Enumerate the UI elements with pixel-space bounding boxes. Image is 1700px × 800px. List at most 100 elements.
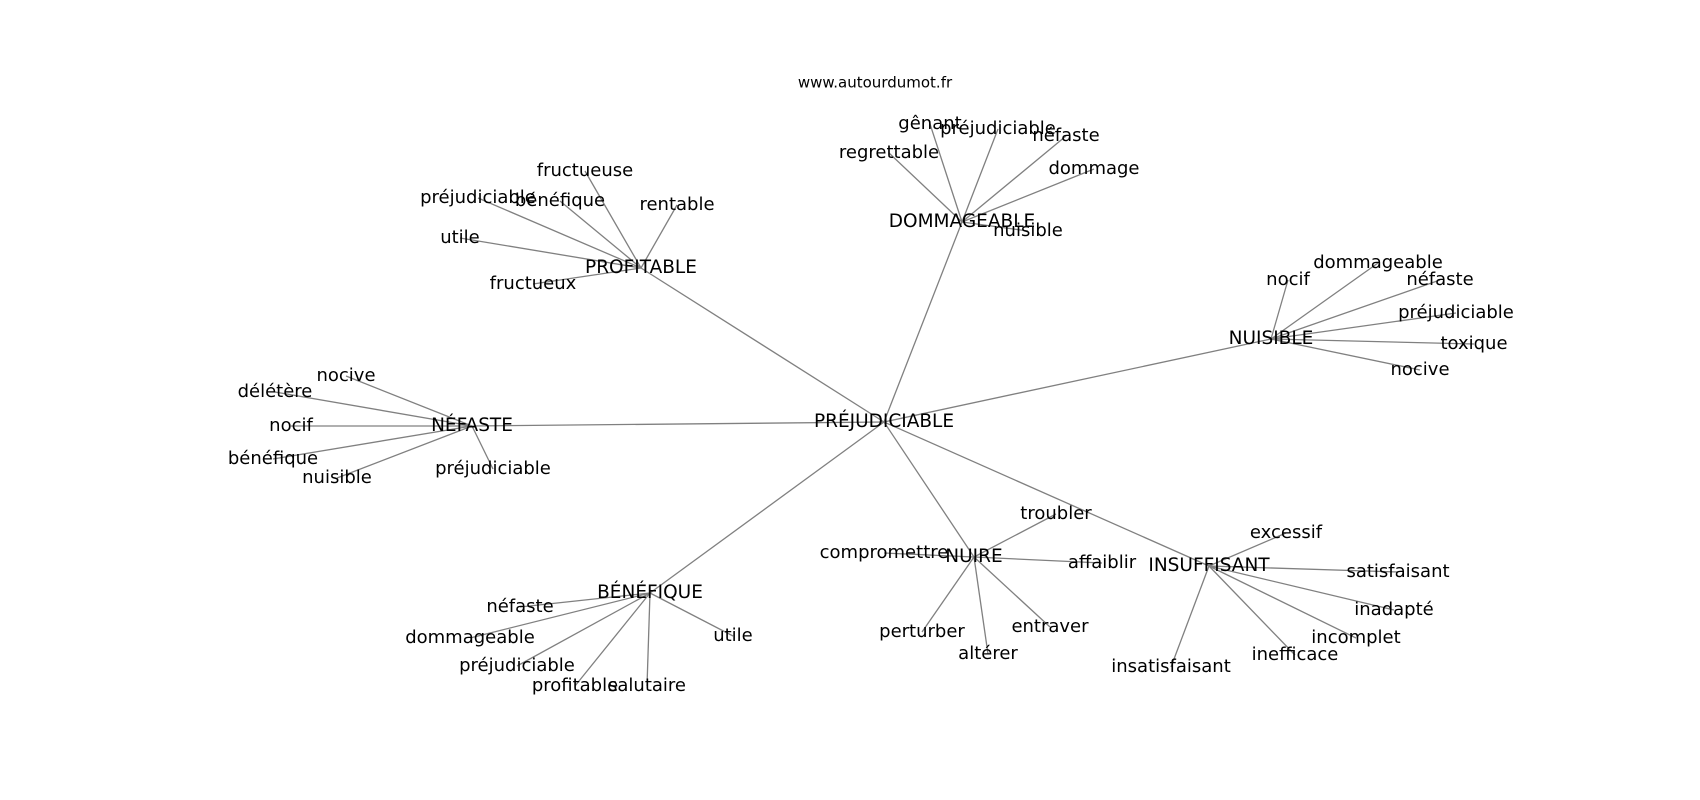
edge-nuisible-nocif [1270,279,1289,340]
leaf-word-profitable-rentable[interactable]: rentable [639,194,714,215]
leaf-word-nefaste-benefique[interactable]: bénéfique [228,448,318,469]
leaf-word-insuffisant-incomplet[interactable]: incomplet [1311,627,1400,648]
hub-word-dommageable[interactable]: DOMMAGEABLE [889,211,1035,232]
edge-center-insuffisant [883,421,1210,567]
edge-insuffisant-satisfaisant [1208,565,1399,573]
edge-benefique-salutaire [646,592,651,687]
leaf-word-benefique-profitable[interactable]: profitable [532,675,618,696]
hub-word-nuisible[interactable]: NUISIBLE [1229,328,1314,349]
edge-profitable-utile [459,237,642,269]
center-word[interactable]: PRÉJUDICIABLE [814,410,954,432]
leaf-word-dommageable-dommage[interactable]: dommage [1048,158,1139,179]
leaf-word-insuffisant-insatisfaisant[interactable]: insatisfaisant [1111,656,1231,677]
edge-insuffisant-incomplet [1208,565,1357,639]
edge-benefique-nefaste [519,592,651,608]
graph-edges [272,123,1475,687]
edge-profitable-benefique [559,200,642,269]
hub-word-insuffisant[interactable]: INSUFFISANT [1148,555,1270,576]
leaf-word-nuire-troubler[interactable]: troubler [1020,503,1092,524]
edge-center-benefique [649,421,885,594]
edge-profitable-fructueuse [584,170,642,269]
leaf-word-nuisible-toxique[interactable]: toxique [1440,333,1507,354]
leaf-word-profitable-utile[interactable]: utile [440,227,480,248]
leaf-word-profitable-fructueux[interactable]: fructueux [490,273,577,294]
edge-center-dommageable [883,221,963,423]
edge-benefique-utile [649,592,734,637]
edge-benefique-dommageable [469,592,651,639]
leaf-word-benefique-dommageable[interactable]: dommageable [405,627,535,648]
edge-dommageable-genant [929,123,963,223]
leaf-word-profitable-benefique[interactable]: bénéfique [515,190,605,211]
leaf-word-dommageable-prejudiciable[interactable]: préjudiciable [940,118,1056,139]
edge-insuffisant-excessif [1208,532,1287,567]
leaf-word-benefique-utile[interactable]: utile [713,625,753,646]
edge-nuire-alterer [973,556,989,655]
edge-nefaste-nuisible [336,425,473,479]
leaf-word-nuisible-nocive[interactable]: nocive [1390,359,1449,380]
edge-nuisible-toxique [1270,338,1475,345]
leaf-word-nuire-entraver[interactable]: entraver [1011,616,1089,637]
leaf-word-nefaste-nocive[interactable]: nocive [316,365,375,386]
edge-dommageable-dommage [961,168,1095,223]
edge-insuffisant-insatisfaisant [1170,565,1210,668]
edge-profitable-rentable [640,204,678,269]
edge-center-nuisible [883,338,1272,423]
edge-dommageable-regrettable [888,152,963,223]
edge-center-nuire [883,421,975,558]
leaf-word-dommageable-nuisible[interactable]: nuisible [993,220,1063,241]
site-url: www.autourdumot.fr [798,74,953,92]
edge-dommageable-prejudiciable [961,128,999,223]
leaf-word-nuisible-prejudiciable[interactable]: préjudiciable [1398,302,1514,323]
leaf-word-nuire-perturber[interactable]: perturber [879,621,965,642]
leaf-word-dommageable-regrettable[interactable]: regrettable [839,142,939,163]
edge-nefaste-prejudiciable [471,425,494,470]
edge-profitable-fructueux [532,267,642,285]
leaf-word-benefique-prejudiciable[interactable]: préjudiciable [459,655,575,676]
leaf-word-nuisible-nefaste[interactable]: néfaste [1406,269,1473,290]
edge-nuire-entraver [973,556,1051,628]
edge-nuire-troubler [973,513,1057,558]
leaf-word-nuire-affaiblir[interactable]: affaiblir [1068,552,1137,573]
edge-center-nefaste [471,421,885,427]
edge-nuisible-nocive [1270,338,1421,371]
leaf-word-insuffisant-satisfaisant[interactable]: satisfaisant [1346,561,1449,582]
leaf-word-nuisible-dommageable[interactable]: dommageable [1313,252,1443,273]
leaf-word-nuire-alterer[interactable]: altérer [958,643,1018,664]
edge-nuisible-nefaste [1270,279,1441,340]
leaf-word-profitable-prejudiciable[interactable]: préjudiciable [420,187,536,208]
edge-nuire-compromettre [883,552,975,558]
leaf-word-nuire-compromettre[interactable]: compromettre [820,542,949,563]
hub-word-profitable[interactable]: PROFITABLE [585,257,697,278]
leaf-word-dommageable-genant[interactable]: gênant [898,113,961,134]
leaf-word-nefaste-nuisible[interactable]: nuisible [302,467,372,488]
leaf-word-benefique-salutaire[interactable]: salutaire [608,675,686,696]
hub-word-nuire[interactable]: NUIRE [945,546,1002,567]
leaf-word-dommageable-nefaste[interactable]: néfaste [1032,125,1099,146]
leaf-word-benefique-nefaste[interactable]: néfaste [486,596,553,617]
edge-nuisible-dommageable [1270,262,1379,340]
edge-dommageable-nefaste [961,135,1067,223]
edge-nefaste-nocive [345,375,473,427]
leaf-word-nefaste-nocif[interactable]: nocif [269,415,313,436]
edge-profitable-prejudiciable [477,197,642,269]
leaf-word-profitable-fructueuse[interactable]: fructueuse [537,160,633,181]
leaf-word-insuffisant-inefficace[interactable]: inefficace [1252,644,1339,665]
edge-dommageable-nuisible [961,221,1029,232]
leaf-word-nefaste-prejudiciable[interactable]: préjudiciable [435,458,551,479]
edge-nefaste-benefique [272,425,473,460]
edge-center-profitable [640,267,885,423]
edge-insuffisant-inadapte [1208,565,1395,611]
hub-word-benefique[interactable]: BÉNÉFIQUE [597,581,703,603]
leaf-word-insuffisant-excessif[interactable]: excessif [1250,522,1323,543]
edge-nefaste-deletere [274,391,473,427]
edge-insuffisant-inefficace [1208,565,1296,656]
leaf-word-nefaste-deletere[interactable]: délétère [238,381,313,402]
leaf-word-insuffisant-inadapte[interactable]: inadapté [1354,599,1433,620]
edge-nuire-perturber [921,556,975,633]
hub-word-nefaste[interactable]: NÉFASTE [431,414,513,436]
leaf-word-nuisible-nocif[interactable]: nocif [1266,269,1310,290]
edge-nuire-affaiblir [973,556,1103,564]
edge-benefique-prejudiciable [516,592,651,667]
